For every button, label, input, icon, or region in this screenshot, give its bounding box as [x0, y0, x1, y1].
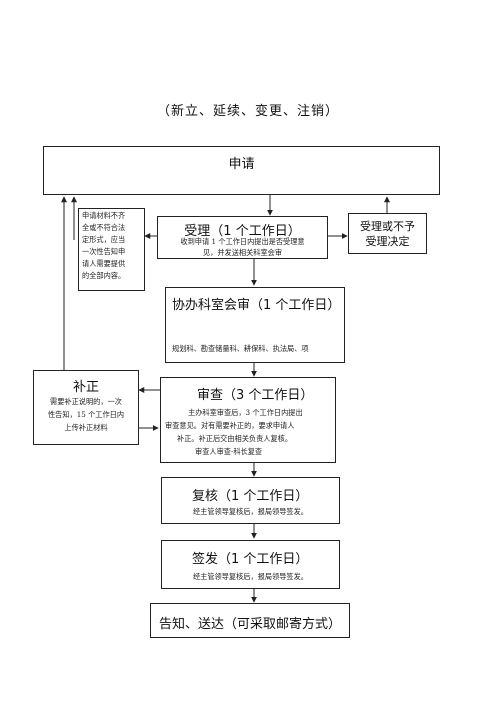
node-reject-label-1: 受理或不予 [360, 220, 415, 233]
node-recheck: 复核（1 个工作日） 经主管领导复核后，报局领导签发。 [161, 477, 340, 524]
node-incomplete-line: 申请材料不齐 [82, 211, 126, 220]
node-incomplete: 申请材料不齐 全或不符合法 定形式，应当 一次性告知申 请人需要提供 的全部内容… [78, 208, 145, 291]
node-joint-label: 协办科室会审（1 个工作日） [172, 298, 341, 313]
node-apply: 申请 [43, 146, 440, 195]
node-sign: 签发（1 个工作日） 经主管领导复核后，报局领导签发。 [161, 540, 340, 589]
node-accept-label: 受理（1 个工作日） [184, 224, 301, 239]
node-review: 审查（3 个工作日） 主办科室审查后，3 个工作日内提出 审查意见。对有需要补正… [160, 377, 336, 463]
node-incomplete-line: 的全部内容。 [82, 271, 126, 280]
node-incomplete-line: 定形式，应当 [82, 235, 126, 244]
node-recheck-label: 复核（1 个工作日） [192, 489, 309, 504]
node-reject: 受理或不予 受理决定 [348, 213, 427, 254]
node-apply-label: 申请 [228, 157, 255, 172]
node-supplement-line: 性告知，15 个工作日内 [47, 410, 125, 419]
node-incomplete-line: 一次性告知申 [82, 247, 126, 256]
node-notify: 告知、送达（可采取邮寄方式） [150, 603, 350, 638]
node-sign-desc: 经主管领导复核后，报局领导签发。 [192, 572, 308, 581]
node-accept: 受理（1 个工作日） 收到申请 1 个工作日内提出是否受理意 见，并发送相关科室… [157, 216, 328, 259]
node-sign-label: 签发（1 个工作日） [192, 552, 309, 567]
node-supplement-label: 补正 [72, 380, 99, 395]
node-incomplete-line: 请人需要提供 [82, 259, 126, 268]
node-supplement-line: 需要补正说明的，一次 [50, 397, 122, 406]
node-review-line: 审查意见。对有需要补正的，要求申请人 [165, 421, 295, 430]
node-review-label: 审查（3 个工作日） [197, 388, 314, 403]
node-recheck-desc: 经主管领导复核后，报局领导签发。 [192, 507, 308, 516]
node-review-line: 审查人审查-科长复查 [195, 447, 263, 456]
node-supplement-line: 上传补正材料 [64, 423, 108, 432]
page-title: （新立、延续、变更、注销） [156, 104, 339, 119]
node-notify-label: 告知、送达（可采取邮寄方式） [158, 617, 341, 632]
node-incomplete-line: 全或不符合法 [82, 223, 126, 232]
node-supplement: 补正 需要补正说明的，一次 性告知，15 个工作日内 上传补正材料 [33, 370, 139, 445]
node-joint-desc: 规划科、勘查储量科、耕保科、执法局、项 [172, 344, 309, 353]
node-review-line: 补正。补正后交由相关负责人复核。 [177, 434, 293, 443]
node-accept-desc-1: 收到申请 1 个工作日内提出是否受理意 [180, 237, 305, 246]
node-accept-desc-2: 见，并发送相关科室会审 [202, 248, 283, 257]
node-review-line: 主办科室审查后，3 个工作日内提出 [188, 408, 303, 417]
node-reject-label-2: 受理决定 [365, 235, 410, 248]
node-joint: 协办科室会审（1 个工作日） 规划科、勘查储量科、耕保科、执法局、项 [165, 287, 345, 363]
